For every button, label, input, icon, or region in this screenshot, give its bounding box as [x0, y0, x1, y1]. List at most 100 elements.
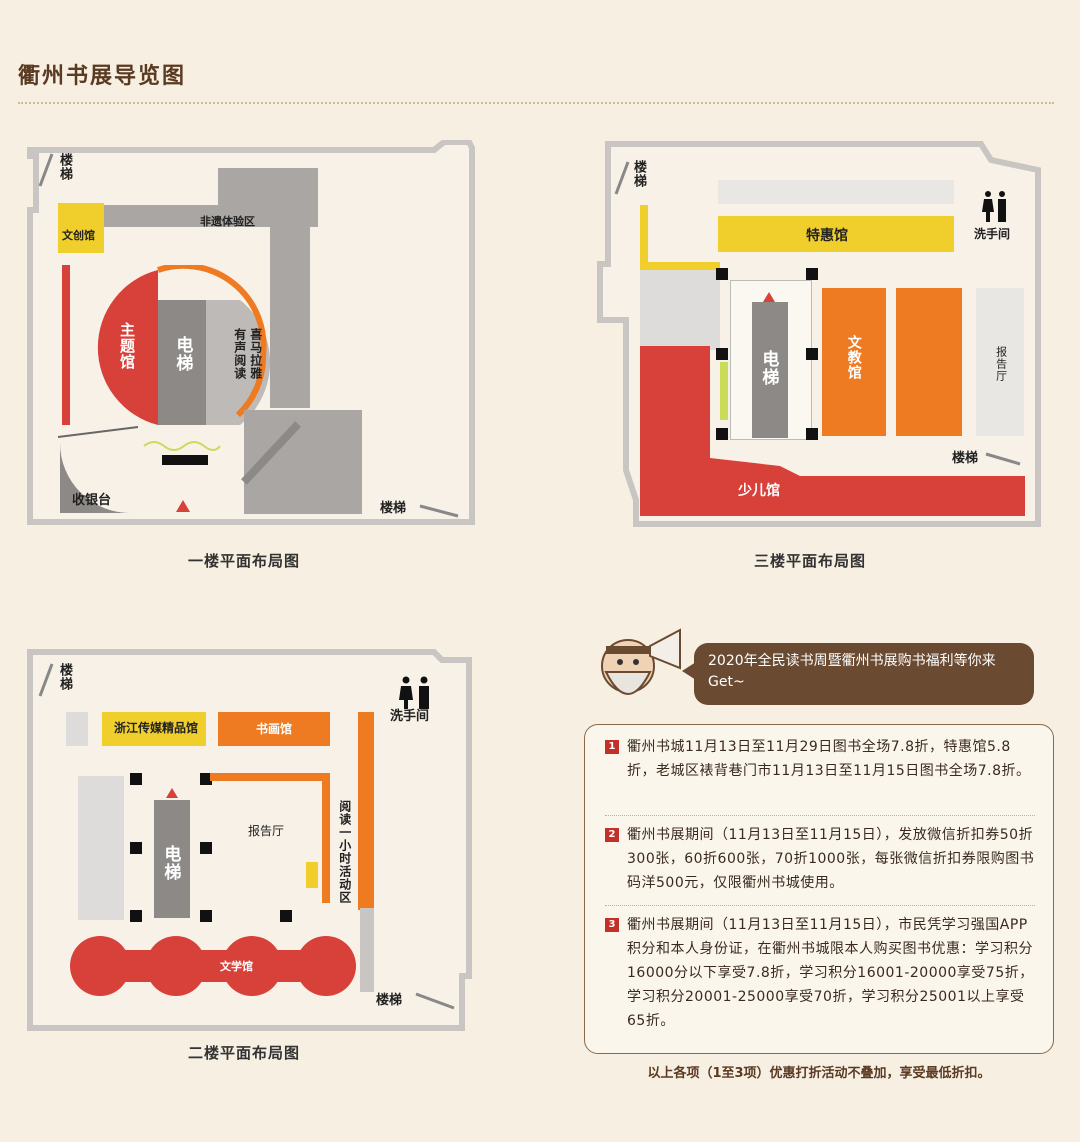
floor1-counter-bar	[162, 455, 208, 465]
floor2-shuhua-label: 书画馆	[256, 722, 293, 736]
floor3-elevator-block	[752, 302, 788, 438]
promo-item: 1 衢州书城11月13日至11月29日图书全场7.8折，特惠馆5.8折，老城区裱…	[605, 735, 1035, 783]
floor3-stairs-top-icon	[614, 161, 630, 195]
floor2-pillar	[130, 910, 142, 922]
floor1-stairs-bottom-label: 楼梯	[380, 501, 407, 516]
floor2-orange-wall-v	[322, 773, 330, 903]
floor2-pillar	[280, 910, 292, 922]
floor3-caption: 三楼平面布局图	[754, 552, 867, 570]
floor2-stairs-top-icon	[38, 663, 54, 697]
floor3-pillar	[716, 348, 728, 360]
floor1-caption: 一楼平面布局图	[188, 552, 301, 570]
floor1-red-strip	[62, 265, 70, 425]
floor3-stairs-bottom-icon	[985, 452, 1021, 466]
floor3-pillar	[806, 268, 818, 280]
floor3-pillar	[806, 428, 818, 440]
floor2-stairs-top-label: 楼梯	[56, 663, 72, 691]
floor2-grey-small	[66, 712, 88, 746]
promo-item-text: 衢州书展期间（11月13日至11月15日），发放微信折扣券50折300张，60折…	[627, 827, 1035, 891]
title-divider	[18, 102, 1054, 104]
floor2-pillar	[200, 910, 212, 922]
floor2-washroom-label: 洗手间	[390, 709, 430, 724]
floor3-shaoer-label: 少儿馆	[738, 483, 780, 499]
floor3-grey-corner	[640, 270, 720, 350]
mascot-icon	[601, 628, 681, 695]
floor1-right-column	[270, 168, 310, 408]
promo-item-text: 衢州书城11月13日至11月29日图书全场7.8折，特惠馆5.8折，老城区裱背巷…	[627, 739, 1031, 779]
floor3-shaoer-shape	[640, 346, 1025, 516]
floor2-pillar	[130, 773, 142, 785]
floor2-pillar	[200, 842, 212, 854]
promo-item-number: 3	[605, 918, 619, 932]
promo-box: 1 衢州书城11月13日至11月29日图书全场7.8折，特惠馆5.8折，老城区裱…	[584, 724, 1054, 1054]
promo-item: 2 衢州书展期间（11月13日至11月15日），发放微信折扣券50折300张，6…	[605, 823, 1035, 895]
floor1-ximalaya-label: 喜马拉雅	[248, 328, 263, 380]
floor3-tehui-block[interactable]	[718, 216, 954, 252]
promo-item-number: 1	[605, 740, 619, 754]
floor1-youshengyuedu-label: 有声阅读	[232, 328, 247, 380]
floor3-baogaoting-block[interactable]	[976, 288, 1024, 436]
floor3-stairs-bottom-label: 楼梯	[952, 451, 979, 466]
floor3-green-strip	[720, 362, 728, 420]
floor2-yuedu-label: 阅读一小时活动区	[337, 800, 352, 904]
floor2-zhejiang-block[interactable]	[102, 712, 206, 746]
floor3-top-strip	[718, 180, 954, 204]
floor1-corridor	[104, 205, 318, 227]
floor1-cashier-label: 收银台	[72, 493, 112, 508]
promo-item-number: 2	[605, 828, 619, 842]
floor3-you-are-here-icon	[763, 292, 775, 302]
floor3-pillar	[716, 428, 728, 440]
floor2-shuhua-block[interactable]	[218, 712, 330, 746]
floor1-feiyi-label: 非遗体验区	[200, 215, 255, 228]
floor2-stairs-bottom-icon	[415, 992, 455, 1010]
floor1-you-are-here-icon	[176, 500, 190, 512]
promo-note: 以上各项（1至3项）优惠打折活动不叠加，享受最低折扣。	[647, 1066, 991, 1081]
floor1-wenchuang-label: 文创馆	[62, 229, 95, 242]
floor2-you-are-here-icon	[166, 788, 178, 798]
floor2-elevator-label: 电梯	[160, 845, 181, 881]
page-title: 衢州书展导览图	[18, 64, 187, 89]
floor3-yellow-strip	[640, 205, 648, 265]
floor1-wenchuang-block[interactable]	[58, 203, 104, 253]
floor2-small-yellow	[306, 862, 318, 888]
floor2-wenxue-shape[interactable]	[66, 934, 356, 998]
floor3-washroom-label: 洗手间	[974, 227, 1011, 241]
floor2-grey-bottom-right	[360, 908, 374, 992]
floor3-washroom-icon	[982, 191, 1006, 222]
floor3-pillar	[806, 348, 818, 360]
floor2-wenxue-label: 文学馆	[220, 960, 253, 973]
floor1-elevator-label: 电梯	[172, 336, 193, 372]
floor1-stairs-bottom-icon	[419, 504, 459, 518]
promo-divider	[605, 905, 1035, 906]
floor2-left-grey	[78, 776, 124, 920]
floor1-zhuti-label: 主题馆	[118, 322, 136, 370]
floor3-tehui-label: 特惠馆	[806, 228, 848, 244]
floor1-diag-wall	[241, 421, 301, 485]
promo-speech-bubble: 2020年全民读书周暨衢州书展购书福利等你来Get~	[694, 643, 1034, 705]
promo-item-text: 衢州书展期间（11月13日至11月15日），市民凭学习强国APP积分和本人身份证…	[627, 917, 1034, 1029]
floor3-elevator-label: 电梯	[758, 350, 779, 386]
floor3-stairs-top-label: 楼梯	[630, 160, 646, 188]
floor1-stairs-top-icon	[38, 153, 54, 187]
floor3-wenjiao-block[interactable]	[822, 288, 886, 436]
floor1-stairs-top-label: 楼梯	[56, 153, 72, 181]
floor2-orange-wall-h	[210, 773, 330, 781]
floor2-caption: 二楼平面布局图	[188, 1044, 301, 1062]
floor2-elevator-block	[154, 800, 190, 918]
floor2-stairs-bottom-label: 楼梯	[376, 993, 403, 1008]
floor3-wenjiao-label: 文教馆	[845, 335, 862, 380]
promo-item: 3 衢州书展期间（11月13日至11月15日），市民凭学习强国APP积分和本人身…	[605, 913, 1035, 1033]
floor3-baogaoting-label: 报告厅	[994, 346, 1008, 382]
floor2-washroom-icon	[399, 676, 429, 709]
floor2-yuedu-block[interactable]	[358, 712, 374, 910]
floor3-pillar	[716, 268, 728, 280]
floor1-circle-area	[97, 265, 271, 425]
floor3-yellow-strip-h	[640, 262, 720, 270]
floor2-pillar	[130, 842, 142, 854]
floor3-orange-block-2	[896, 288, 962, 436]
floor2-pillar	[200, 773, 212, 785]
floor2-baogaoting-label: 报告厅	[248, 824, 285, 838]
floor2-zhejiang-label: 浙江传媒精品馆	[114, 721, 199, 735]
floor1-wave	[143, 441, 221, 451]
floor1-cashier-shape	[58, 426, 139, 513]
